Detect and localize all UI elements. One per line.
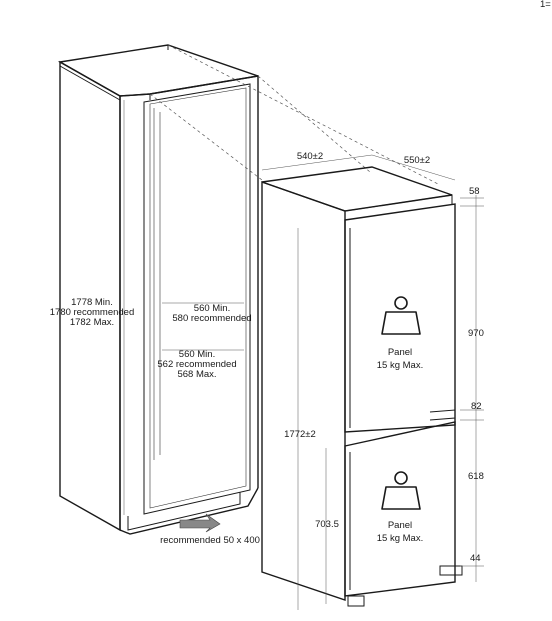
cabinet-width-min: 560 Min. — [194, 303, 230, 314]
panel-weight-icon-lower — [381, 471, 421, 510]
corner-mark: 1= — [540, 0, 551, 10]
upper-panel-weight: 15 kg Max. — [377, 360, 423, 371]
upper-panel-title: Panel — [388, 347, 412, 358]
panel-weight-icon-upper — [381, 296, 421, 335]
cabinet-drawing — [57, 44, 259, 535]
projection-lines — [149, 44, 441, 186]
cabinet-inner-width-max: 568 Max. — [177, 369, 216, 380]
appliance-depth: 550±2 — [404, 155, 430, 166]
bottom-gap: 44 — [470, 553, 481, 564]
lower-door-height: 703.5 — [315, 519, 339, 530]
upper-panel-height: 970 — [468, 328, 484, 339]
cabinet-height-recommended: 1780 recommended — [50, 307, 135, 318]
lower-panel-height: 618 — [468, 471, 484, 482]
cabinet-width-recommended: 580 recommended — [172, 313, 251, 324]
total-height: 1772±2 — [284, 429, 316, 440]
appliance-dimension-lines — [261, 154, 484, 610]
cabinet-height-min: 1778 Min. — [71, 297, 113, 308]
middle-gap: 82 — [471, 401, 482, 412]
vent-label: recommended 50 x 400 — [160, 535, 260, 546]
lower-panel-title: Panel — [388, 520, 412, 531]
appliance-width: 540±2 — [297, 151, 323, 162]
vent-arrow — [179, 513, 221, 533]
cabinet-inner-width-min: 560 Min. — [179, 349, 215, 360]
cabinet-inner-width-recommended: 562 recommended — [157, 359, 236, 370]
lower-panel-weight: 15 kg Max. — [377, 533, 423, 544]
top-gap: 58 — [469, 186, 480, 197]
appliance-drawing — [261, 166, 463, 607]
cabinet-height-max: 1782 Max. — [70, 317, 114, 328]
